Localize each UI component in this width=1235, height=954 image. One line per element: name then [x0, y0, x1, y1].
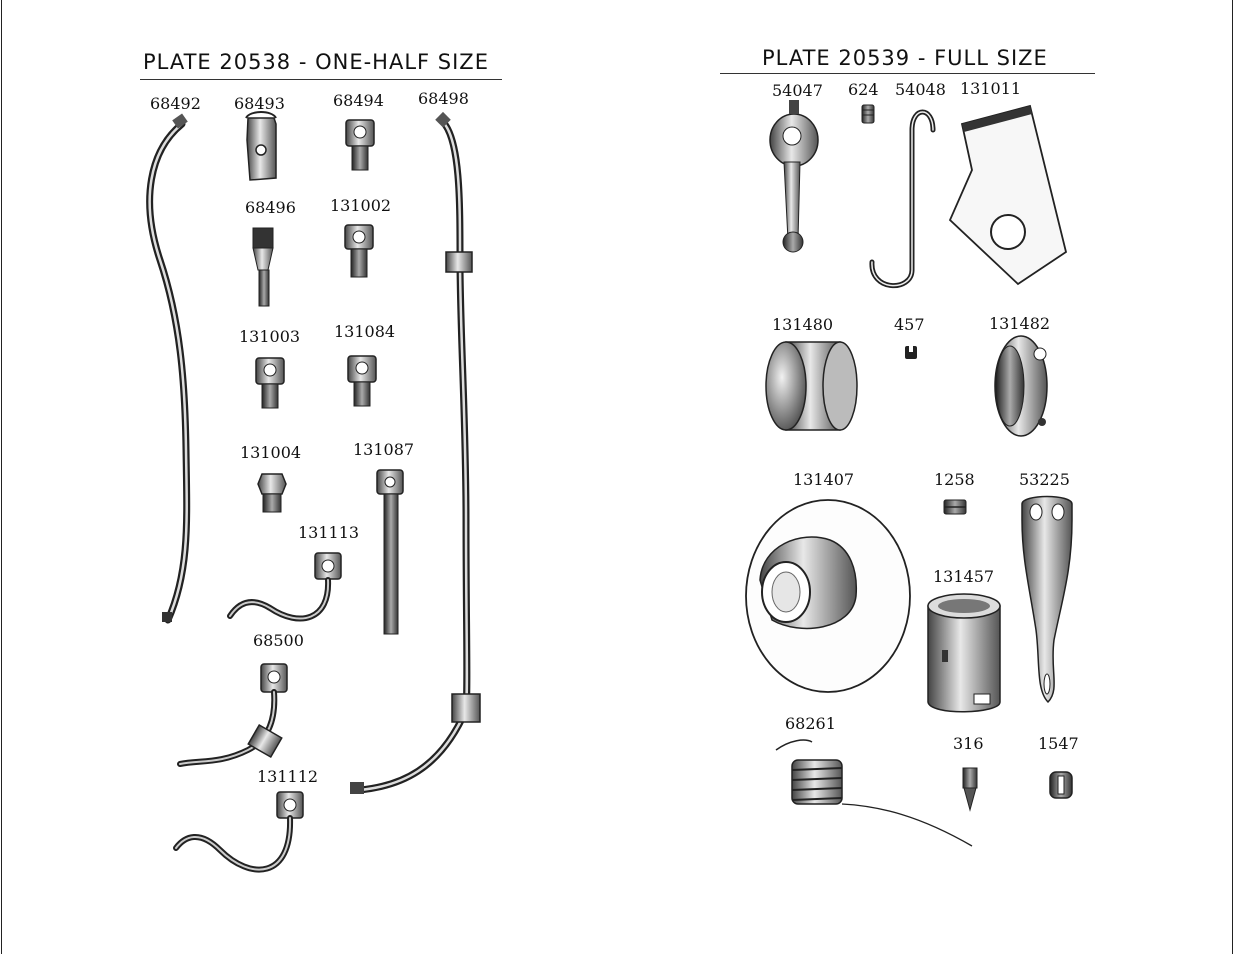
part-label: 131087	[353, 440, 415, 459]
oil-tube-68492	[146, 113, 191, 624]
right-plate-title: PLATE 20539 - FULL SIZE	[762, 46, 1048, 70]
connecting-rod-54047	[769, 100, 819, 253]
hook-wire-54048	[869, 109, 936, 288]
left-plate-title: PLATE 20538 - ONE-HALF SIZE	[143, 50, 489, 74]
left-title-rule	[140, 79, 502, 80]
part-label: 68500	[253, 631, 304, 650]
part-label: 131482	[989, 314, 1051, 333]
part-label: 68494	[333, 91, 384, 110]
tube-131112	[173, 791, 304, 873]
part-label: 68492	[150, 94, 201, 113]
part-label: 68493	[234, 94, 285, 113]
part-label: 131112	[257, 767, 319, 786]
collar-131480	[765, 341, 858, 431]
part-label: 131011	[960, 79, 1022, 98]
spring-68261	[775, 739, 973, 847]
part-label: 131002	[330, 196, 392, 215]
part-label: 131004	[240, 443, 302, 462]
fitting-131002	[344, 224, 374, 278]
part-label: 68498	[418, 89, 469, 108]
part-label: 54047	[772, 81, 823, 100]
clip-68493	[245, 111, 277, 181]
part-label: 131457	[933, 567, 995, 586]
part-label: 624	[848, 80, 879, 99]
part-label: 68496	[245, 198, 296, 217]
lever-53225	[1021, 495, 1073, 704]
collar-131482	[994, 335, 1048, 437]
part-label: 1258	[934, 470, 975, 489]
fitting-131084	[347, 355, 377, 407]
fitting-131003	[255, 357, 285, 409]
page-border-left	[1, 0, 2, 954]
oil-tube-68498	[350, 111, 481, 794]
sleeve-131457	[927, 593, 1001, 713]
fitting-68494	[345, 119, 375, 171]
part-label: 54048	[895, 80, 946, 99]
part-label: 316	[953, 734, 984, 753]
screw-624	[861, 104, 875, 124]
screw-1258	[943, 499, 967, 515]
right-title-rule	[720, 73, 1095, 74]
screw-457	[905, 346, 917, 359]
disc-131407	[745, 499, 911, 693]
page-border-right	[1232, 0, 1233, 954]
fitting-131004	[257, 473, 287, 513]
screw-316	[962, 767, 978, 812]
part-label: 131113	[298, 523, 360, 542]
part-label: 131084	[334, 322, 396, 341]
part-label: 131480	[772, 315, 834, 334]
part-label: 1547	[1038, 734, 1079, 753]
screw-1547	[1049, 771, 1073, 799]
fitting-131087	[376, 469, 404, 635]
part-label: 457	[894, 315, 925, 334]
part-label: 53225	[1019, 470, 1070, 489]
part-label: 131407	[793, 470, 855, 489]
part-label: 131003	[239, 327, 301, 346]
plate-131011	[948, 104, 1068, 286]
part-label: 68261	[785, 714, 836, 733]
tube-131113	[227, 552, 342, 622]
fitting-68496	[252, 227, 274, 307]
tube-68500	[177, 663, 288, 767]
